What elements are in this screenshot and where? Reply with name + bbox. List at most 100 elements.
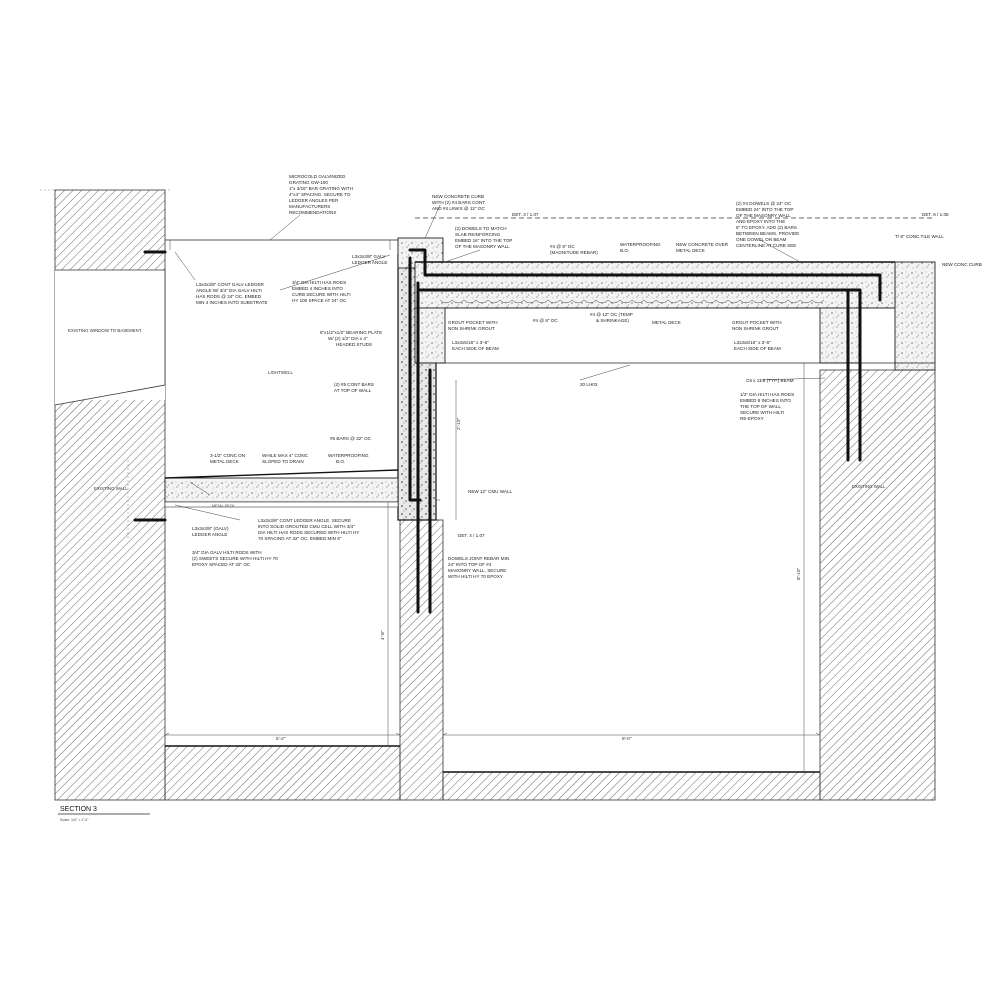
note-rod-right-3: THE TOP OF WALL	[740, 404, 781, 409]
note-anchor-2: (2) SWEETS SECURE WITH HILTI HY 70	[192, 556, 278, 561]
note-anchor-3: EPOXY SPACED AT 32" OC	[192, 562, 251, 567]
lightwell-slab	[164, 239, 399, 508]
note-metal-deck: METAL DECK	[652, 320, 682, 325]
note-dowels-right-2: EMBED 24" INTO THE TOP	[736, 207, 793, 212]
note-beam-left-2: EACH SIDE OF BEAM	[452, 346, 499, 351]
note-ledger-1: L3x3x3/8" GALV	[352, 254, 386, 259]
note-cap-5: WATERPROOFING	[328, 453, 369, 458]
top-slab	[414, 217, 935, 364]
note-ledger-low-1: L3x3x3/8" CONT LEDGER ANGLE. SECURE	[258, 518, 351, 523]
note-hilti-4: HY 100 SPACE AT 24" OC	[292, 298, 347, 303]
note-ledger-low-3: DIA HILTI HAS RODS SECURED WITH HILTI HY	[258, 530, 359, 535]
note-bars-mid-1: #4 @ 8" OC	[533, 318, 558, 323]
note-ledger-low-2: INTO SOLID GROUTED CMU CELL WITH 3/4"	[258, 524, 355, 529]
note-ledger-left-4: MIN 4 INCHES INTO SUBSTRATE	[196, 300, 268, 305]
dim-left-bay: 5'-2"	[276, 736, 286, 742]
note-ledger-small-1: L3x3x3/8" (GALV)	[192, 526, 229, 531]
note-beam-right-1: L3x3x5/16" x 3'-6"	[734, 340, 771, 345]
note-rod-right-4: SECURE WITH HILTI	[740, 410, 784, 415]
note-grout-right-1: GROUT POCKET WITH	[732, 320, 782, 325]
dim-height-mid: 4'-8"	[380, 630, 386, 640]
note-cap-1: 3-1/2" CONC ON	[210, 453, 245, 458]
floor-slabs	[164, 745, 821, 801]
note-anchor-1: 3/4" DIA GALV HILTI RODS WITH	[192, 550, 262, 555]
title-block: SECTION 3 Scale: 1/4" = 1'-0"	[58, 806, 150, 822]
note-dowels-low-2: 24" INTO TOP OF #4	[448, 562, 492, 567]
note-hilti-1: 3/4" DIA HILTI HAS RODS	[292, 280, 346, 285]
note-grating-1: MICROCOLD GALVINIZED	[289, 174, 346, 179]
note-hilti-2: EMBED 4 INCHES INTO	[292, 286, 343, 291]
note-dowels-left-2: SLAB REINFORCING	[455, 232, 501, 237]
note-grating-6: MANUFACTURERS	[289, 204, 330, 209]
note-rod-right-2: EMBED 8 INCHES INTO	[740, 398, 791, 403]
note-dowels-right-8: CENTERLINE AT CURB SEE	[736, 243, 796, 248]
note-dowels-right-6: BETWEEN BEAMS. PROVIDE	[736, 231, 799, 236]
note-beam-left-1: L3x3x5/16" x 3'-6"	[452, 340, 489, 345]
note-bars-vertical: #5 BARS @ 32" OC	[330, 436, 372, 441]
rebar	[133, 248, 882, 614]
dim-height-right: 8'-10"	[796, 567, 802, 580]
note-ledger-low-4: 70 SPACING AT 32" OC. EMBED MIN 6"	[258, 536, 342, 541]
note-curb-1: NEW CONCRETE CURB	[432, 194, 484, 199]
left-earth	[40, 189, 170, 801]
note-beam-right-2: EACH SIDE OF BEAM	[734, 346, 781, 351]
note-dowels-left-4: OF THE MASONRY WALL	[455, 244, 510, 249]
note-cap-3: WHILE MAX 4" CONC	[262, 453, 309, 458]
note-bars-mid-3: & SHRINKAGE)	[596, 318, 629, 323]
dimension-lines	[127, 363, 821, 772]
note-cap-6: B.O.	[336, 459, 345, 464]
drawing-scale: Scale: 1/4" = 1'-0"	[60, 818, 89, 822]
note-slab-2: METAL DECK	[676, 248, 706, 253]
note-grating-7: RECOMMENDATIONS	[289, 210, 336, 215]
note-existing-wall-right: EXISTING WALL	[852, 484, 886, 489]
detail-tag-mid: DET. 4 / 1.07	[458, 533, 485, 538]
note-dowels-low-1: DOWELS JOINT REBAR MIN	[448, 556, 509, 561]
detail-tag-top-left: DET. 3 / 1.07	[512, 212, 539, 217]
note-dowels-right-5: 6" TO EPOXY. ADD (2) BARS	[736, 225, 797, 230]
note-dowels-right-7: ONE DOWEL ON BEAM	[736, 237, 787, 242]
drawing-title: SECTION 3	[60, 806, 97, 813]
note-top-wall: T/ 8" CONC TILE WALL	[895, 234, 944, 239]
note-window: EXISTING WINDOW TO BASEMENT	[68, 328, 142, 333]
detail-tag-top-right: DET. 6 / 1.08	[922, 212, 949, 217]
note-dowels-low-3: MASONRY WALL, SECURE	[448, 568, 506, 573]
note-ledger-small-2: LEDGER ANGLE	[192, 532, 228, 537]
note-grating-2: GRATING GW-100	[289, 180, 328, 185]
note-bars-top-2: (MAGNITUDE REBAR)	[550, 250, 598, 255]
note-dowels-low-4: WITH HILTI HY 70 EPOXY	[448, 574, 503, 579]
note-grout-right-2: NON SHRINK GROUT	[732, 326, 779, 331]
note-grating-4: 4"x4" SPACING. SECURE TO	[289, 192, 351, 197]
note-ledger-left-2: ANGLE W/ 3/4" DIA GALV HILTI	[196, 288, 262, 293]
note-bars-top-1: #4 @ 8" OC	[550, 244, 575, 249]
note-rod-right-1: 1/2" DIA HILTI HAS RODS	[740, 392, 794, 397]
note-plate-2: W/ (2) 1/2" DIA x 4"	[328, 336, 368, 341]
notes: MICROCOLD GALVINIZED GRATING GW-100 1"x …	[68, 174, 982, 579]
note-curb-2: WITH (2) #4 BARS CONT.	[432, 200, 486, 205]
note-ledger-2: LEDGER ANGLE	[352, 260, 388, 265]
dimension-labels: 5'-2" 8'-0" 2'-10" 4'-8" 8'-10"	[276, 417, 802, 742]
note-cap-2: METAL DECK	[210, 459, 240, 464]
note-hilti-3: CURB SECURE WITH HILTI	[292, 292, 351, 297]
note-existing-wall-left: EXISTING WALL	[94, 486, 128, 491]
note-waterproofing-top-2: B.O.	[620, 248, 629, 253]
note-grout-left-2: NON SHRINK GROUT	[448, 326, 495, 331]
note-bars-top-wall-2: AT TOP OF WALL	[334, 388, 372, 393]
note-plate-3: HEADED STUDS	[336, 342, 372, 347]
note-slab-1: NEW CONCRETE OVER	[676, 242, 729, 247]
note-cap-4: SLOPED TO DRAIN	[262, 459, 304, 464]
note-dowels-left-1: (2) DOWELS TO MATCH	[455, 226, 507, 231]
note-ledger-left-3: HAS RODS @ 24" OC. EMBED	[196, 294, 262, 299]
note-dowels-right-1: (2) #4 DOWELS @ 24" OC	[736, 201, 792, 206]
note-dowels-right-4: AND EPOXY INTO THE	[736, 219, 785, 224]
note-dowels-right-3: OF THE MASONRY WALL	[736, 213, 791, 218]
leader-lines	[174, 204, 826, 521]
note-dowels-left-3: EMBED 16" INTO THE TOP	[455, 238, 512, 243]
note-ledger-left-1: L3x3x3/8" CONT GALV LEDGER	[196, 282, 265, 287]
note-bars-mid-2: #4 @ 12" OC (TEMP	[590, 312, 633, 317]
note-plate-1: 8"x1/2"x1/2" BEARING PLATE	[320, 330, 382, 335]
right-wall	[819, 261, 936, 801]
note-grout-left-1: GROUT POCKET WITH	[448, 320, 498, 325]
note-rod-right-5: RE-EPOXY	[740, 416, 764, 421]
note-cmu-wall: NEW 12" CMU WALL	[468, 489, 513, 494]
